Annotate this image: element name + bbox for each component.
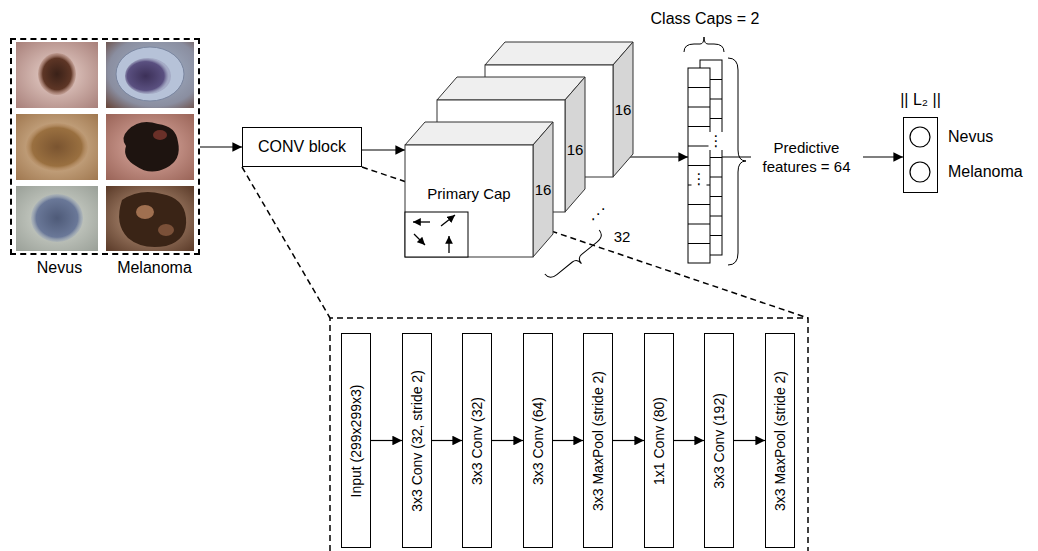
dimension-number: 16 xyxy=(615,101,632,119)
lesion xyxy=(26,123,88,171)
process-box: CONV block xyxy=(242,127,362,167)
image-caption: Melanoma xyxy=(107,259,202,277)
pose-box xyxy=(405,212,468,257)
layer-box: 3x3 MaxPool (stride 2) xyxy=(583,333,613,548)
cube-side xyxy=(533,122,553,257)
lesion xyxy=(31,194,83,242)
ellipsis-mark: ⋮ xyxy=(709,132,724,150)
lesion xyxy=(125,58,171,94)
class-label: Melanoma xyxy=(948,163,1023,181)
connector-arrow xyxy=(734,440,765,441)
layer-box: 3x3 MaxPool (stride 2) xyxy=(765,333,795,548)
node-text: Input (299x299x3) xyxy=(348,384,364,497)
cube-front xyxy=(405,145,533,257)
output-circle xyxy=(910,162,930,182)
nevus-photo xyxy=(16,42,98,108)
lesion xyxy=(119,192,186,247)
dashed-frame xyxy=(330,318,808,551)
curly-brace xyxy=(684,37,724,52)
pose-arrow xyxy=(414,234,425,245)
node-text: 3x3 Conv (32) xyxy=(469,397,485,485)
dimension-number: 32 xyxy=(614,228,631,246)
node-text: CONV block xyxy=(258,138,346,156)
node-text: 3x3 MaxPool (stride 2) xyxy=(772,370,788,510)
class-capsules xyxy=(688,60,722,263)
layer-box: Input (299x299x3) xyxy=(341,333,371,548)
node-text: 3x3 Conv (64) xyxy=(530,397,546,485)
layer-box: 3x3 Conv (32) xyxy=(462,333,492,548)
pose-arrows xyxy=(413,215,455,253)
connector-arrow xyxy=(674,440,704,441)
connector-arrow xyxy=(492,440,523,441)
edge-label: Predictive features = 64 xyxy=(751,138,863,176)
pose-arrow xyxy=(441,215,455,226)
node-text: || L₂ || xyxy=(900,91,941,109)
image-panel: NevusMelanoma xyxy=(10,38,200,255)
node-text: 3x3 Conv (192) xyxy=(711,393,727,489)
layer-box: 1x1 Conv (80) xyxy=(644,333,674,548)
cube-side xyxy=(613,42,633,177)
dimension-number: 16 xyxy=(535,181,552,199)
class-label: Nevus xyxy=(948,128,993,146)
capsule-column xyxy=(688,68,710,263)
image-caption: Nevus xyxy=(12,259,107,277)
layer-box: 3x3 Conv (32, stride 2) xyxy=(402,333,432,548)
ellipsis-mark: ⋮ xyxy=(692,170,707,188)
connector-arrow xyxy=(362,149,405,150)
melanoma-photo xyxy=(106,114,194,180)
cube-side xyxy=(565,77,585,212)
lesion xyxy=(38,53,76,95)
connector-arrow xyxy=(553,440,583,441)
lesion-spot xyxy=(153,130,167,140)
cube-top xyxy=(405,122,553,145)
lesion-spot xyxy=(136,205,154,219)
cube-top xyxy=(485,42,633,65)
connector-arrow xyxy=(613,440,644,441)
connector-arrow xyxy=(200,146,242,147)
lesion-spot xyxy=(158,224,174,236)
node-text: Class Caps = 2 xyxy=(651,10,760,28)
melanoma-photo xyxy=(106,186,194,251)
node-text: 3x3 MaxPool (stride 2) xyxy=(590,370,606,510)
norm-box: || L₂ || xyxy=(903,117,938,193)
leader-line xyxy=(242,167,330,318)
cube-top xyxy=(437,77,585,100)
capsule-cells xyxy=(688,88,710,244)
dimension-number: 16 xyxy=(567,141,584,159)
capsule-cubes xyxy=(405,42,633,257)
output-circle xyxy=(910,127,930,147)
lesion-halo xyxy=(116,47,184,101)
output-circles xyxy=(910,127,930,182)
pose-arrow xyxy=(413,221,430,222)
layer-box: 3x3 Conv (192) xyxy=(704,333,734,548)
layer-box: 3x3 Conv (64) xyxy=(523,333,553,548)
lesion xyxy=(123,122,178,172)
curly-brace xyxy=(728,58,746,265)
pose-arrow xyxy=(448,236,449,253)
node-text: Primary Cap xyxy=(405,185,533,202)
nevus-photo xyxy=(16,114,98,180)
nevus-photo xyxy=(16,186,98,251)
lesion-photos xyxy=(16,42,194,251)
connector-arrow xyxy=(371,440,402,441)
curly-brace xyxy=(545,230,609,286)
ellipsis-mark: ⋰ xyxy=(591,205,606,223)
primary-capsule: Primary Cap xyxy=(405,145,533,257)
node-text: 3x3 Conv (32, stride 2) xyxy=(409,370,425,512)
class-capsules: Class Caps = 2 xyxy=(688,68,710,263)
node-text: 1x1 Conv (80) xyxy=(651,397,667,485)
connector-arrow xyxy=(432,440,462,441)
melanoma-photo xyxy=(106,42,194,108)
